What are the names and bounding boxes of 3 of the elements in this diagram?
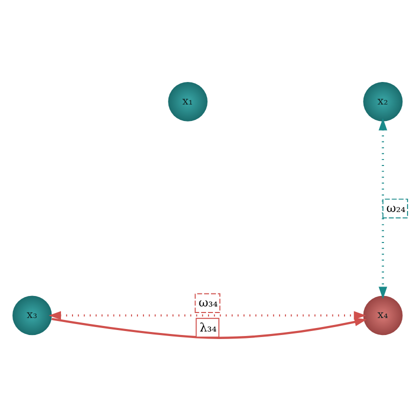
edge-label: ω₂₄ <box>386 201 406 216</box>
edge-label: λ₃₄ <box>200 320 217 334</box>
edge-label: ω₃₄ <box>198 296 218 310</box>
